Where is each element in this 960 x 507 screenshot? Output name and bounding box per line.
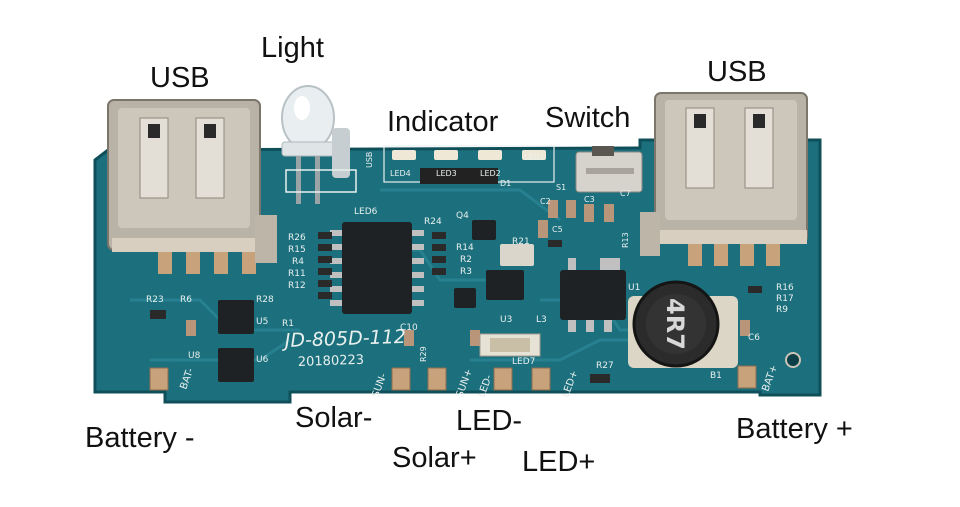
- small-ics: [218, 220, 534, 382]
- usb-port-right: [640, 92, 808, 266]
- slide-switch: [575, 146, 643, 193]
- ref-r16: R16: [776, 283, 794, 293]
- ref-r11: R11: [288, 269, 306, 279]
- ref-r1: R1: [282, 319, 294, 329]
- solder-pads: [149, 365, 757, 391]
- ref-r23: R23: [146, 295, 164, 305]
- ref-r29: R29: [419, 346, 428, 362]
- label-switch: Switch: [545, 102, 631, 134]
- usb-port-left: [107, 99, 277, 274]
- label-usb-right: USB: [707, 56, 767, 88]
- inductor: 4R7: [628, 280, 738, 368]
- ref-r28: R28: [256, 295, 274, 305]
- ref-c5: C5: [552, 225, 563, 234]
- ref-r12: R12: [288, 281, 306, 291]
- label-light: Light: [261, 32, 324, 64]
- mounting-hole: [785, 352, 801, 368]
- label-solar-minus: Solar-: [295, 402, 373, 434]
- inductor-marking: 4R7: [661, 298, 689, 350]
- label-battery-minus: Battery -: [85, 422, 195, 454]
- ref-s1: S1: [556, 183, 566, 192]
- label-indicator: Indicator: [387, 106, 499, 138]
- ref-d1: D1: [500, 179, 511, 188]
- ref-led4: LED4: [390, 169, 411, 178]
- ref-l3: L3: [536, 315, 547, 325]
- ref-u8: U8: [188, 351, 201, 361]
- ref-c3: C3: [584, 195, 595, 204]
- power-ic: [560, 258, 626, 332]
- ref-q4: Q4: [456, 211, 469, 221]
- ref-u3: U3: [500, 315, 512, 325]
- ref-led1: LED1: [524, 153, 545, 162]
- ref-r17: R17: [776, 294, 794, 304]
- ref-r14: R14: [456, 243, 474, 253]
- ref-c6: C6: [748, 333, 760, 343]
- ref-led3: LED3: [436, 169, 457, 178]
- ref-c2: C2: [540, 197, 551, 206]
- smd-passives: [150, 200, 762, 383]
- ref-r26: R26: [288, 233, 306, 243]
- ref-led7: LED7: [512, 357, 535, 367]
- label-battery-plus: Battery +: [736, 413, 853, 445]
- ref-led6: LED6: [354, 207, 378, 217]
- ref-led2: LED2: [480, 169, 501, 178]
- ref-r24: R24: [424, 217, 442, 227]
- label-led-minus: LED-: [456, 405, 523, 437]
- main-ic: [330, 222, 424, 314]
- ref-b1: B1: [710, 371, 722, 381]
- board-id: JD-805D-112: [280, 326, 406, 352]
- ref-r4: R4: [292, 257, 304, 267]
- ref-c10: C10: [400, 323, 418, 333]
- ref-r6: R6: [180, 295, 192, 305]
- ref-r9: R9: [776, 305, 788, 315]
- ref-u5: U5: [256, 317, 268, 327]
- ref-r13: R13: [621, 232, 630, 248]
- ref-r15: R15: [288, 245, 306, 255]
- label-usb-left: USB: [150, 62, 210, 94]
- indicator-leds: [383, 145, 555, 184]
- ref-r21: R21: [512, 237, 530, 247]
- date-code: 20180223: [298, 353, 365, 370]
- label-solar-plus: Solar+: [392, 442, 477, 474]
- ref-r2: R2: [460, 255, 472, 265]
- ref-r27: R27: [596, 361, 614, 371]
- label-led-plus: LED+: [522, 446, 596, 478]
- ref-u1: U1: [628, 283, 640, 293]
- ref-c7: C7: [620, 189, 631, 198]
- ref-r3: R3: [460, 267, 472, 277]
- light-led: [281, 85, 357, 204]
- ref-usb: USB: [365, 152, 374, 168]
- ref-u6: U6: [256, 355, 269, 365]
